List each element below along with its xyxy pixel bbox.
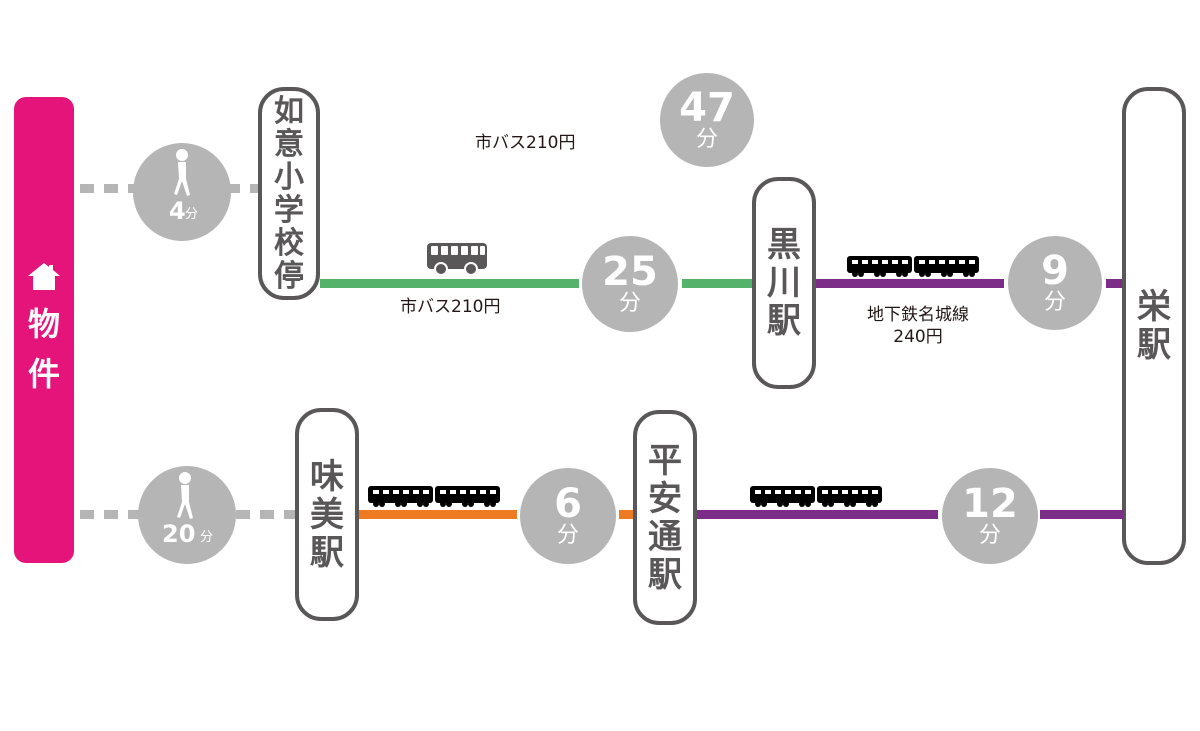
train-line-segment-orange [619, 510, 635, 519]
total-duration-unit: 分 [695, 127, 718, 152]
station-ajiyoshi[interactable]: 味 美 駅 [295, 408, 359, 621]
duration-value: 6 [554, 481, 582, 527]
walk-unit: 分 [200, 530, 214, 545]
station-char: 意 [274, 126, 304, 162]
train-icon [750, 486, 882, 507]
station-char: 安 [648, 478, 682, 519]
train-line-segment-orange [359, 510, 517, 519]
duration-unit: 分 [1043, 290, 1066, 315]
origin-label-char: 物 [27, 305, 60, 343]
station-char: 停 [274, 258, 304, 294]
station-char: 美 [310, 494, 344, 535]
train-icon [847, 256, 979, 277]
station-char: 駅 [648, 554, 682, 595]
house-icon [28, 263, 60, 290]
duration-badge-purple: 12 分 [942, 468, 1038, 564]
origin-label-char: 件 [27, 355, 60, 393]
walk-unit: 分 [185, 207, 199, 222]
station-char: 学 [274, 192, 304, 228]
total-duration-badge: 47 分 [660, 73, 754, 167]
station-char: 校 [274, 225, 304, 261]
station-char: 栄 [1137, 287, 1171, 327]
duration-unit: 分 [618, 291, 641, 316]
subway-line-name: 地下鉄名城線 [867, 305, 969, 325]
origin-property-bar: 物 件 [14, 97, 74, 563]
duration-badge-subway: 9 分 [1008, 236, 1102, 330]
station-char: 黒 [767, 225, 801, 265]
total-duration-value: 47 [679, 85, 735, 131]
station-nyoi-elementary-school-stop[interactable]: 如 意 小 学 校 停 [258, 87, 320, 300]
walk-time-badge-route-1: 4 分 [133, 143, 231, 241]
duration-unit: 分 [978, 523, 1001, 548]
bus-fare-label: 市バス210円 [400, 297, 501, 317]
subway-line-segment [697, 510, 938, 519]
station-char: 通 [648, 516, 682, 557]
station-char: 味 [310, 456, 344, 497]
duration-badge-bus: 25 分 [582, 236, 678, 332]
subway-line-label: 地下鉄名城線 240円 [848, 304, 988, 348]
bus-line-segment [320, 279, 579, 288]
duration-value: 9 [1041, 248, 1069, 294]
walking-person-icon [174, 149, 190, 196]
train-icon [368, 486, 500, 507]
bus-line-segment [682, 279, 754, 288]
subway-line-segment [816, 279, 1004, 288]
station-char: 如 [274, 93, 304, 129]
bus-icon [427, 243, 487, 276]
station-kurokawa[interactable]: 黒 川 駅 [752, 177, 816, 389]
alt-bus-fare-label: 市バス210円 [475, 133, 576, 153]
subway-line-segment [1106, 279, 1124, 288]
station-char: 駅 [310, 532, 344, 573]
walk-time-badge-route-2: 20 分 [138, 466, 236, 564]
walk-minutes: 20 [162, 520, 196, 548]
duration-badge-orange: 6 分 [520, 468, 616, 564]
station-sakae[interactable]: 栄 駅 [1122, 87, 1186, 565]
walk-minutes: 4 [169, 197, 186, 225]
duration-value: 12 [962, 481, 1018, 527]
subway-line-segment [1040, 510, 1124, 519]
subway-fare: 240円 [893, 327, 943, 347]
station-char: 川 [767, 263, 801, 303]
walking-person-icon [177, 472, 193, 519]
duration-unit: 分 [556, 523, 579, 548]
station-char: 平 [648, 440, 682, 481]
station-heian-dori[interactable]: 平 安 通 駅 [633, 410, 697, 625]
station-char: 小 [274, 159, 304, 195]
station-char: 駅 [1137, 325, 1171, 365]
station-char: 駅 [767, 301, 801, 341]
duration-value: 25 [602, 249, 658, 295]
